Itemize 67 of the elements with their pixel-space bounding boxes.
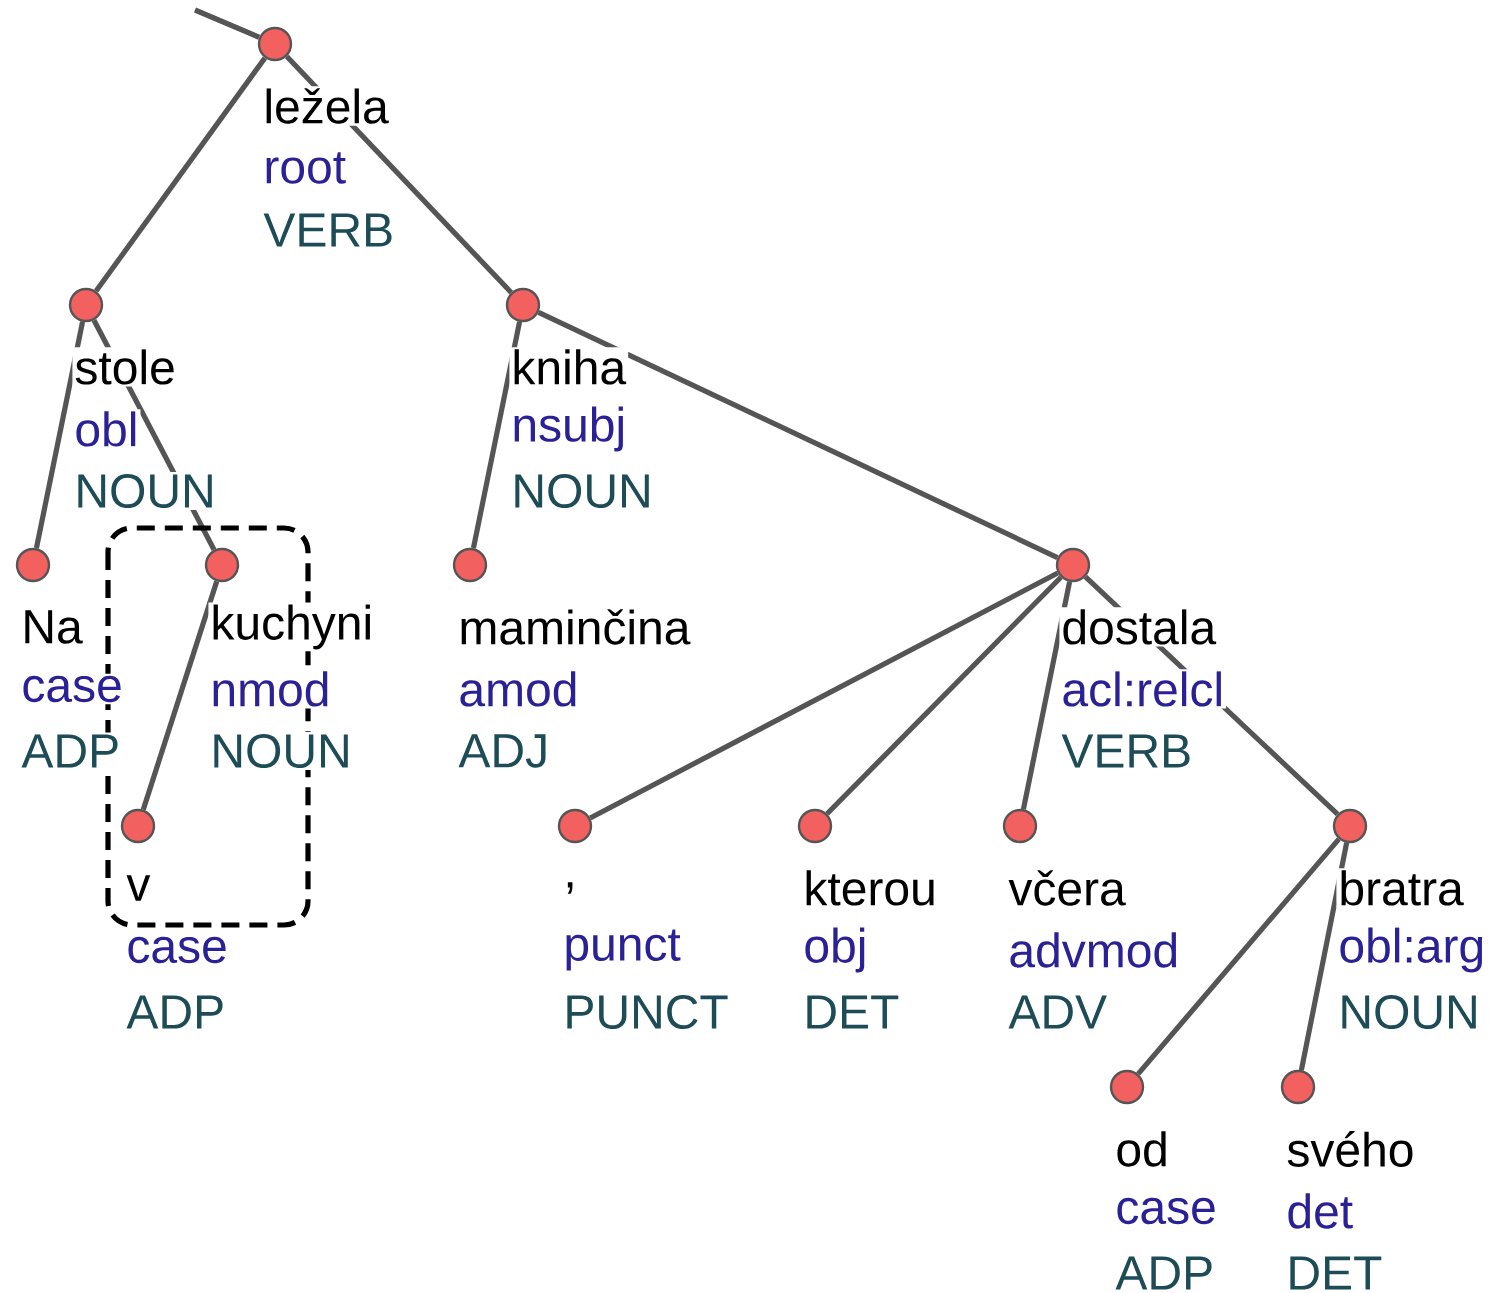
tree-edge [825,575,1063,816]
word-label: kuchyni [208,602,376,652]
relation-label: advmod [1006,930,1182,970]
tag-label: ADP [1113,1254,1217,1292]
tree-edge [537,310,1059,560]
word-label: bratra [1336,868,1466,908]
tag-label: NOUN [208,732,354,770]
tag-label: VERB [1059,732,1195,770]
tree-edge [140,580,220,811]
relation-label: nmod [208,669,333,709]
relation-label: case [1113,1195,1219,1227]
tree-node-dot [120,808,156,844]
relation-label: obj [801,925,870,975]
tree-node-dot [1280,1069,1316,1105]
tag-label: ADP [19,732,123,770]
word-label: Na [19,608,85,646]
tag-label: ADP [124,993,228,1031]
tree-node-dot [557,808,593,844]
tag-label: VERB [261,211,397,249]
relation-label: obl:arg [1336,925,1488,975]
tag-label: NOUN [509,472,655,510]
tree-node-dot [15,547,51,583]
word-label: stole [72,347,178,387]
tree-edge [1020,581,1073,810]
tree-node-dot [68,287,104,323]
tree-edge [470,321,523,549]
tag-label: ADJ [456,732,552,770]
word-label: ležela [261,86,391,126]
relation-label: amod [456,669,581,709]
tree-node-dot [1332,808,1368,844]
word-label: , [561,880,579,896]
tag-label: PUNCT [561,993,731,1031]
tree-node-dot [1055,547,1091,583]
relation-label: det [1284,1191,1356,1231]
relation-label: case [19,673,125,705]
tree-node-dot [1002,808,1038,844]
word-label: včera [1006,868,1128,908]
tree-edge [1136,837,1341,1076]
relation-label: nsubj [509,404,629,454]
tree-edge [194,7,261,40]
tree-node-dot [1109,1069,1145,1105]
tree-node-dot [204,547,240,583]
word-label: kterou [801,868,939,908]
word-label: v [124,873,153,903]
word-label: dostala [1059,607,1219,647]
word-label: od [1113,1129,1171,1169]
tag-label: DET [801,993,902,1031]
relation-label: case [124,934,230,966]
tree-node-dot [257,26,293,62]
word-label: kniha [509,347,629,387]
word-label: maminčina [456,607,693,647]
tree-node-dot [797,808,833,844]
tree-edge [94,56,268,293]
tag-label: ADV [1006,993,1110,1031]
tag-label: NOUN [1336,993,1482,1031]
relation-label: acl:relcl [1059,669,1227,709]
tree-node-dot [505,287,541,323]
tree-node-dot [452,547,488,583]
tree-edge [1298,842,1350,1071]
tree-edge [589,570,1059,821]
relation-label: punct [561,927,683,973]
tree-edge [33,321,86,549]
tag-label: NOUN [72,472,218,510]
word-label: svého [1284,1129,1417,1169]
relation-label: obl [72,409,141,449]
tag-label: DET [1284,1254,1385,1292]
relation-label: root [261,150,349,186]
